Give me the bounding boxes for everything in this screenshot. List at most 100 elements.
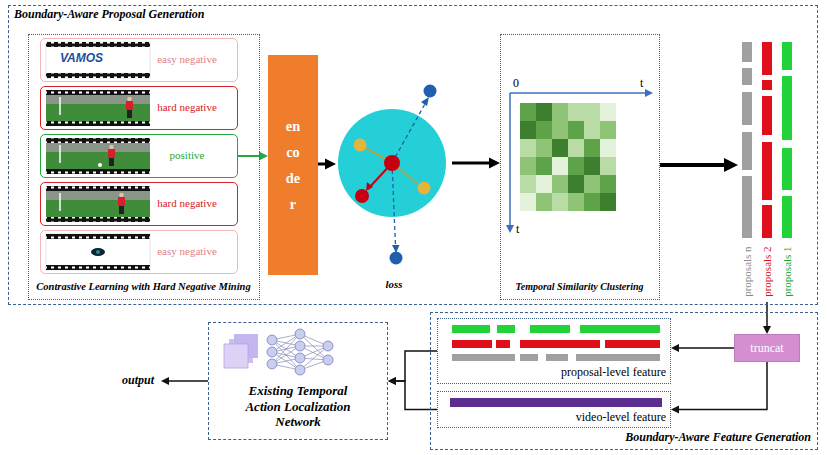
matrix-cell xyxy=(552,103,568,121)
connector xyxy=(660,158,738,172)
loss-space: loss xyxy=(336,84,452,298)
connector-line xyxy=(238,155,261,157)
video-frame: hard negative xyxy=(40,182,238,226)
connector-line xyxy=(677,362,767,410)
encoder-label: encoder xyxy=(286,113,300,217)
encoder-block: encoder xyxy=(268,55,318,275)
matrix-cell xyxy=(600,103,616,121)
film-frame xyxy=(46,138,150,174)
arrow-head xyxy=(259,152,268,161)
matrix-cell xyxy=(568,175,584,193)
matrix-cell xyxy=(568,193,584,211)
network-label: Existing Temporal Action Localization Ne… xyxy=(233,383,363,430)
matrix-cell xyxy=(584,103,600,121)
connector xyxy=(452,158,500,169)
matrix-cell xyxy=(552,157,568,175)
axis-label: t xyxy=(516,222,519,236)
connector xyxy=(318,159,336,170)
feature-panel: proposal-level feature xyxy=(437,318,671,384)
connector-line xyxy=(660,163,727,167)
arrow-head xyxy=(161,377,169,385)
matrix-cell xyxy=(520,103,536,121)
matrix-cell xyxy=(584,121,600,139)
matrix-cell xyxy=(568,103,584,121)
matrix-cell xyxy=(536,175,552,193)
connector xyxy=(671,362,767,414)
output-label: output xyxy=(122,373,154,387)
matrix-cell xyxy=(552,139,568,157)
axis-label: 0 xyxy=(513,76,519,90)
matrix-cell xyxy=(568,139,584,157)
connector xyxy=(763,302,771,334)
connector-line xyxy=(167,380,208,382)
matrix-cell xyxy=(600,157,616,175)
similarity-panel: Temporal Similarity Clustering xyxy=(500,34,660,300)
matrix-cell xyxy=(600,121,616,139)
panel-title: Temporal Similarity Clustering xyxy=(501,281,658,293)
film-frame xyxy=(46,42,150,78)
matrix-cell xyxy=(600,193,616,211)
frame-label: easy negative xyxy=(157,245,217,258)
frame-label: positive xyxy=(157,149,217,162)
feature-label: proposal-level feature xyxy=(538,365,666,379)
matrix-cell xyxy=(536,139,552,157)
matrix-cell xyxy=(536,103,552,121)
proposal-column: proposals n xyxy=(738,40,756,302)
embedding-space xyxy=(338,85,446,265)
arrow-head xyxy=(489,158,500,169)
matrix-cell xyxy=(536,193,552,211)
arrow-head xyxy=(671,344,679,352)
arrow-head xyxy=(388,377,396,385)
logo-text: VAMOS xyxy=(60,51,103,65)
matrix-cell xyxy=(568,157,584,175)
proposal-label: proposals n xyxy=(740,247,753,297)
panel-title: Boundary-Aware Proposal Generation xyxy=(14,7,344,21)
matrix-cell xyxy=(552,121,568,139)
matrix-cell xyxy=(536,121,552,139)
matrix-cell xyxy=(520,139,536,157)
video-frame: positive xyxy=(40,134,238,178)
arrow-head xyxy=(724,158,738,172)
section-panel: Boundary-Aware Proposal GenerationContra… xyxy=(8,5,818,305)
matrix-cell xyxy=(584,139,600,157)
matrix-axes xyxy=(506,89,653,233)
matrix-cell xyxy=(520,175,536,193)
connector-line xyxy=(766,302,768,328)
matrix-cell xyxy=(552,193,568,211)
output-node: output xyxy=(118,372,161,392)
arrow-head xyxy=(388,377,396,385)
matrix-cell xyxy=(520,157,536,175)
feature-label: video-level feature xyxy=(538,410,666,424)
connector xyxy=(161,377,208,385)
matrix-cell xyxy=(584,175,600,193)
connector xyxy=(238,152,268,161)
connector-line xyxy=(677,347,734,349)
connector-line xyxy=(452,162,491,165)
panel-title: Contrastive Learning with Hard Negative … xyxy=(29,281,258,294)
frame-label: hard negative xyxy=(157,101,217,114)
proposal-column: proposals 1 xyxy=(778,40,796,302)
matrix-cell xyxy=(584,157,600,175)
arrow-head xyxy=(325,159,336,170)
loss-label: loss xyxy=(336,278,452,291)
matrix-cell xyxy=(568,121,584,139)
video-frame: easy negative xyxy=(40,230,238,274)
arrow-head xyxy=(671,406,679,414)
feature-panel: video-level feature xyxy=(437,391,671,428)
panel-title: Boundary-Aware Feature Generation xyxy=(601,430,811,444)
section-panel: Boundary-Aware Feature Generation proposa… xyxy=(430,312,818,450)
video-frame: hard negative xyxy=(40,86,238,130)
matrix-cell xyxy=(600,139,616,157)
operation-label: truncat xyxy=(735,341,799,355)
matrix-cell xyxy=(520,121,536,139)
axis-label: t xyxy=(640,76,643,90)
network-icon xyxy=(224,329,333,375)
matrix-cell xyxy=(584,193,600,211)
proposal-label: proposals 2 xyxy=(760,247,773,297)
matrix-cell xyxy=(600,175,616,193)
film-frame xyxy=(46,186,150,222)
proposal-column: proposals 2 xyxy=(758,40,776,302)
similarity-matrix xyxy=(520,103,616,211)
film-frame xyxy=(46,90,150,126)
proposal-label: proposals 1 xyxy=(780,247,793,297)
